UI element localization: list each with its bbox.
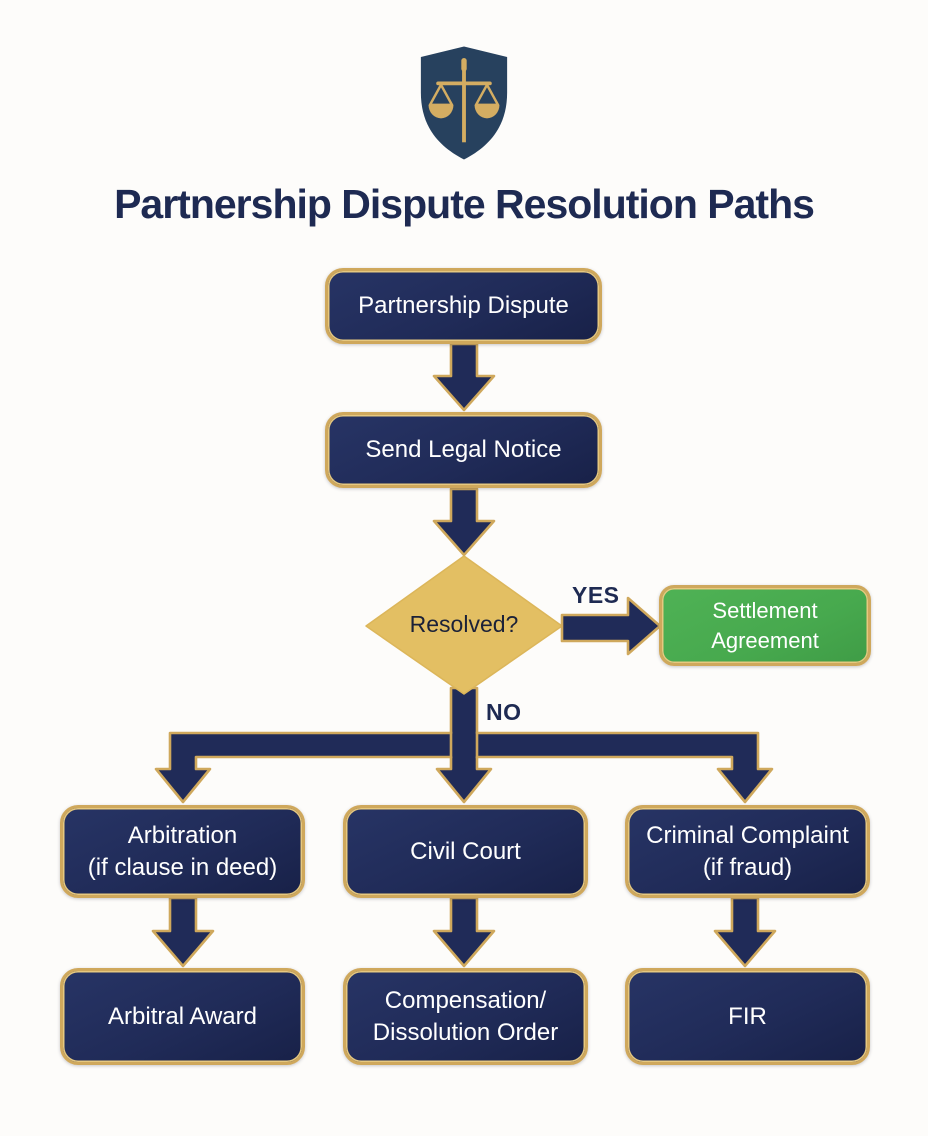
stem-crossing-lines (449, 731, 479, 759)
arrow-down-icon (432, 342, 496, 412)
arrow-down-icon (151, 896, 215, 968)
scales-of-justice-shield-icon (420, 46, 508, 160)
arrow-down-icon (432, 896, 496, 968)
page-title: Partnership Dispute Resolution Paths (114, 181, 815, 227)
node-settlement-agreement: Settlement Agreement (659, 585, 871, 666)
node-arbitral-award: Arbitral Award (60, 968, 305, 1065)
node-partnership-dispute: Partnership Dispute (325, 268, 602, 344)
yes-label: YES (572, 582, 620, 608)
arrow-right-icon (560, 596, 662, 656)
node-criminal-complaint: Criminal Complaint (if fraud) (625, 805, 870, 898)
arrow-down-icon (713, 896, 777, 968)
decision-diamond (365, 555, 563, 695)
no-label: NO (486, 699, 522, 725)
node-fir: FIR (625, 968, 870, 1065)
scales-glyph (428, 57, 500, 143)
node-civil-court: Civil Court (343, 805, 588, 898)
node-send-legal-notice: Send Legal Notice (325, 412, 602, 488)
arrow-down-icon (432, 487, 496, 557)
decision-resolved-label: Resolved? (409, 611, 519, 637)
node-arbitration: Arbitration (if clause in deed) (60, 805, 305, 898)
node-compensation-dissolution-order: Compensation/ Dissolution Order (343, 968, 588, 1065)
branch-connector (154, 686, 774, 804)
